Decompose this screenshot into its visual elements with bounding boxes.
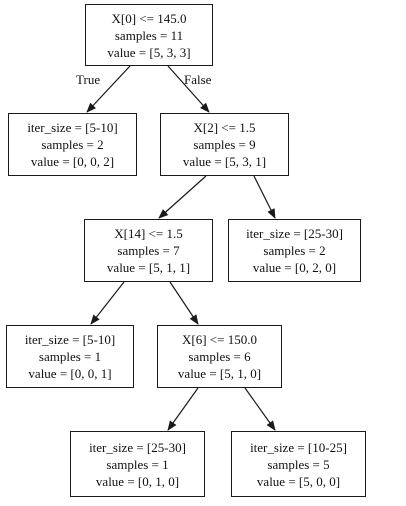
edge-split-6-to-leaf-8 <box>244 387 276 431</box>
tree-node-leaf-1: iter_size = [5-10] samples = 2 value = [… <box>8 113 137 176</box>
edge-label-false: False <box>184 72 212 87</box>
node-samples: samples = 7 <box>117 243 180 258</box>
node-value: value = [5, 0, 0] <box>256 473 341 489</box>
edge-split-3-to-leaf-5 <box>90 281 125 325</box>
tree-node-split-3: X[14] <= 1.5 samples = 7 value = [5, 1, … <box>84 219 213 282</box>
tree-node-split-2: X[2] <= 1.5 samples = 9 value = [5, 3, 1… <box>160 113 289 176</box>
node-class-label: iter_size = [5-10] <box>24 332 116 347</box>
edge-split-6-to-leaf-7 <box>167 387 199 431</box>
node-samples: samples = 2 <box>41 137 104 152</box>
node-split-rule: X[0] <= 145.0 <box>111 10 187 26</box>
tree-node-leaf-5: iter_size = [5-10] samples = 1 value = [… <box>6 325 134 388</box>
node-samples: samples = 2 <box>263 243 326 258</box>
edge-root-to-split-2 <box>167 65 210 113</box>
node-value: value = [0, 1, 0] <box>95 473 180 489</box>
tree-node-leaf-4: iter_size = [25-30] samples = 2 value = … <box>228 219 361 282</box>
edge-split-2-to-split-3 <box>158 175 207 219</box>
node-samples: samples = 6 <box>188 349 251 364</box>
node-samples: samples = 5 <box>267 456 330 472</box>
tree-node-leaf-7: iter_size = [25-30] samples = 1 value = … <box>70 431 205 497</box>
node-class-label: iter_size = [5-10] <box>27 120 118 135</box>
node-value: value = [5, 1, 1] <box>106 260 191 275</box>
node-value: value = [5, 3, 1] <box>182 154 267 169</box>
node-samples: samples = 9 <box>193 137 256 152</box>
node-value: value = [5, 1, 0] <box>177 366 262 381</box>
node-value: value = [0, 0, 2] <box>30 154 115 169</box>
node-value: value = [0, 0, 1] <box>28 366 112 381</box>
node-samples: samples = 1 <box>106 456 169 472</box>
node-value: value = [0, 2, 0] <box>252 260 337 275</box>
tree-node-leaf-8: iter_size = [10-25] samples = 5 value = … <box>231 431 366 497</box>
node-split-rule: X[2] <= 1.5 <box>193 120 256 135</box>
edge-split-2-to-leaf-4 <box>253 175 276 219</box>
node-class-label: iter_size = [25-30] <box>89 439 186 455</box>
edge-label-true: True <box>76 72 101 87</box>
node-class-label: iter_size = [25-30] <box>246 226 343 241</box>
node-split-rule: X[14] <= 1.5 <box>114 226 183 241</box>
edge-split-3-to-split-6 <box>169 281 199 325</box>
node-samples: samples = 1 <box>38 349 102 364</box>
node-value: value = [5, 3, 3] <box>107 44 191 60</box>
tree-node-root: X[0] <= 145.0 samples = 11 value = [5, 3… <box>85 4 213 66</box>
node-split-rule: X[6] <= 150.0 <box>182 332 257 347</box>
edge-root-to-leaf-1 <box>86 65 131 113</box>
node-samples: samples = 11 <box>114 27 184 43</box>
tree-node-split-6: X[6] <= 150.0 samples = 6 value = [5, 1,… <box>157 325 282 388</box>
node-class-label: iter_size = [10-25] <box>250 439 347 455</box>
